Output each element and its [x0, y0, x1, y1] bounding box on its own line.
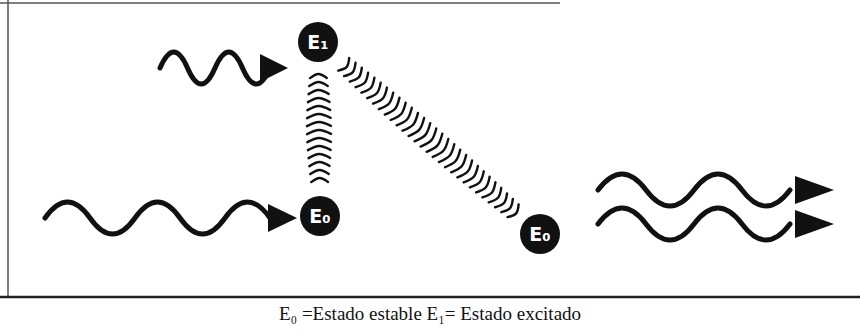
wave-arc [309, 154, 331, 158]
wave-arc [367, 83, 380, 99]
photon-wave [160, 52, 270, 84]
wave-arrowhead [795, 176, 834, 204]
energy-state-circle: E₀ [520, 214, 560, 254]
transition-waves [307, 74, 331, 182]
wave-arc [470, 171, 484, 187]
frame-line [7, 0, 9, 297]
wave-arc [415, 123, 431, 141]
wave-arc [307, 114, 331, 118]
wave-arc [457, 160, 472, 177]
state-label: E₀ [309, 207, 330, 226]
wave-arc [307, 106, 330, 110]
wave-arrowhead [268, 204, 297, 232]
wave-arc [451, 155, 466, 172]
caption: E₀ =Estado estable E₁= Estado excitado [0, 303, 860, 325]
wave-arc [397, 108, 412, 126]
energy-state-circle: E₀ [300, 196, 340, 236]
wave-arc [476, 177, 489, 193]
circle-fill [300, 196, 340, 236]
wave-arc [439, 144, 454, 162]
wave-arc [489, 188, 502, 203]
wave-arc [421, 128, 437, 146]
wave-arc [307, 138, 331, 142]
photon-wave [598, 208, 790, 240]
wave-arc [385, 98, 400, 115]
wave-arc [501, 199, 513, 212]
wave-arc [373, 88, 387, 104]
wave-arc [361, 78, 374, 93]
wave-arc [409, 118, 425, 136]
wave-arc [495, 193, 507, 207]
wave-arc [433, 139, 449, 157]
connector-guide [344, 64, 515, 212]
frame-line [0, 296, 860, 299]
state-label: E₁ [307, 33, 328, 52]
wave-arc [356, 73, 369, 88]
wave-arc [310, 74, 327, 78]
wave-arc [445, 150, 460, 168]
wave-arrowhead [260, 54, 288, 82]
wave-arrowhead [795, 210, 834, 238]
wave-arc [391, 103, 406, 120]
photon-wave [598, 174, 790, 206]
frame-line [0, 2, 560, 4]
transition-waves [338, 58, 518, 217]
wave-arc [508, 204, 519, 217]
wave-arc [403, 113, 418, 131]
wave-arc [308, 98, 330, 102]
wave-arc [309, 90, 329, 94]
wave-arc [464, 166, 478, 183]
wave-arc [427, 134, 443, 152]
wave-arc [307, 122, 331, 126]
state-label: E₀ [529, 225, 550, 244]
wave-arc [311, 178, 328, 182]
wave-arc [309, 162, 329, 166]
wave-arc [344, 63, 356, 76]
energy-state-circle: E₁ [298, 22, 338, 62]
circle-fill [520, 214, 560, 254]
photon-wave [45, 202, 270, 234]
wave-arc [308, 146, 331, 150]
wave-arc [482, 182, 495, 197]
wave-arc [309, 82, 328, 86]
wave-arc [350, 68, 362, 82]
wave-arc [307, 130, 331, 134]
wave-arc [379, 93, 393, 110]
wave-arc [338, 58, 349, 71]
circle-fill [298, 22, 338, 62]
wave-arc [310, 170, 329, 174]
